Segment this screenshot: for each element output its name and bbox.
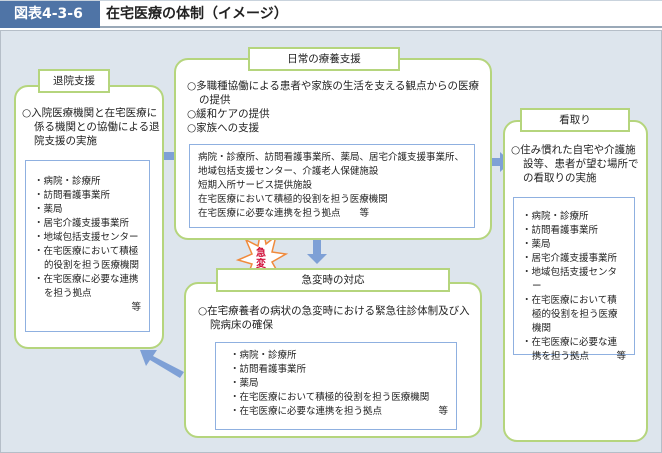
discharge-facilities: ・病院・診療所 ・訪問看護事業所 ・薬局 ・居宅介護支援事業所 ・地域包括支援セ… (25, 160, 150, 332)
endoflife-lead: ○住み慣れた自宅や介護施設等、患者が望む場所での看取りの実施 (511, 143, 643, 185)
lead-text: ○入院医療機関と在宅医療に係る機関との協働による退院支援の実施 (22, 107, 160, 147)
list-item: ・居宅介護支援事業所 (34, 218, 130, 229)
etc-label: 等 (131, 302, 141, 313)
list-item: ・薬局 (522, 239, 551, 250)
endoflife-facilities: ・病院・診療所 ・訪問看護事業所 ・薬局 ・居宅介護支援事業所 ・地域包括支援セ… (513, 197, 635, 362)
end-of-life-title: 看取り (520, 108, 630, 132)
list-item: ・薬局 (230, 378, 259, 389)
discharge-support-title: 退院支援 (38, 69, 110, 93)
emergency-lead: ○在宅療養者の病状の急変時における緊急往診体制及び入院病床の確保 (198, 304, 478, 332)
list-item: ・病院・診療所 (230, 350, 297, 361)
list-item: ・在宅医療に必要な連携を担う拠点 (522, 337, 618, 362)
etc-label: 等 (438, 406, 448, 417)
list-item: ・薬局 (34, 204, 63, 215)
list-item: 短期入所サービス提供施設 (198, 180, 313, 191)
list-item: ・病院・診療所 (522, 211, 589, 222)
figure-label: 図表4-3-6 (0, 1, 100, 28)
lead-text: ○家族への支援 (187, 122, 260, 134)
emergency-facilities: ・病院・診療所 ・訪問看護事業所 ・薬局 ・在宅医療において積極的役割を担う医療… (215, 342, 457, 430)
list-item: 在宅医療に必要な連携を担う拠点 等 (198, 208, 370, 219)
list-item: ・地域包括支援センター (522, 267, 618, 292)
header: 図表4-3-6 在宅医療の体制（イメージ） (0, 0, 662, 28)
daily-facilities: 病院・診療所、訪問看護事業所、薬局、居宅介護支援事業所、地域包括支援センター、介… (189, 144, 475, 228)
discharge-lead: ○入院医療機関と在宅医療に係る機関との協働による退院支援の実施 (22, 106, 162, 148)
emergency-title: 急変時の対応 (216, 268, 450, 292)
list-item: 在宅医療において積極的役割を担う医療機関 (198, 194, 388, 205)
list-item: ・在宅医療において積極的役割を担う医療機関 (34, 246, 140, 271)
list-item: ・在宅医療において積極的役割を担う医療機関 (230, 392, 430, 403)
list-item: 病院・診療所、訪問看護事業所、薬局、居宅介護支援事業所、地域包括支援センター、介… (198, 152, 465, 177)
lead-text: ○住み慣れた自宅や介護施設等、患者が望む場所での看取りの実施 (511, 144, 639, 184)
page-title: 在宅医療の体制（イメージ） (106, 6, 288, 22)
etc-label: 等 (616, 351, 626, 362)
list-item: ・訪問看護事業所 (522, 225, 599, 236)
burst-label: 急変 (256, 248, 266, 270)
list-item: ・在宅医療に必要な連携を担う拠点 (230, 406, 383, 417)
list-item: ・地域包括支援センター (34, 232, 139, 243)
list-item: ・在宅医療に必要な連携を担う拠点 (34, 274, 139, 299)
list-item: ・在宅医療において積極的役割を担う医療機関 (522, 295, 618, 334)
list-item: ・病院・診療所 (34, 176, 101, 187)
list-item: ・居宅介護支援事業所 (522, 253, 618, 264)
lead-text: ○多職種協働による患者や家族の生活を支える観点からの医療の提供 (187, 80, 480, 106)
list-item: ・訪問看護事業所 (230, 364, 307, 375)
list-item: ・訪問看護事業所 (34, 190, 111, 201)
daily-care-title: 日常の療養支援 (248, 47, 400, 71)
lead-text: ○緩和ケアの提供 (187, 108, 270, 120)
arrow-daily-to-emergency (307, 240, 327, 264)
daily-lead: ○多職種協働による患者や家族の生活を支える観点からの医療の提供 ○緩和ケアの提供… (187, 79, 487, 135)
lead-text: ○在宅療養者の病状の急変時における緊急往診体制及び入院病床の確保 (198, 305, 470, 331)
arrow-emergency-to-discharge (140, 350, 184, 378)
